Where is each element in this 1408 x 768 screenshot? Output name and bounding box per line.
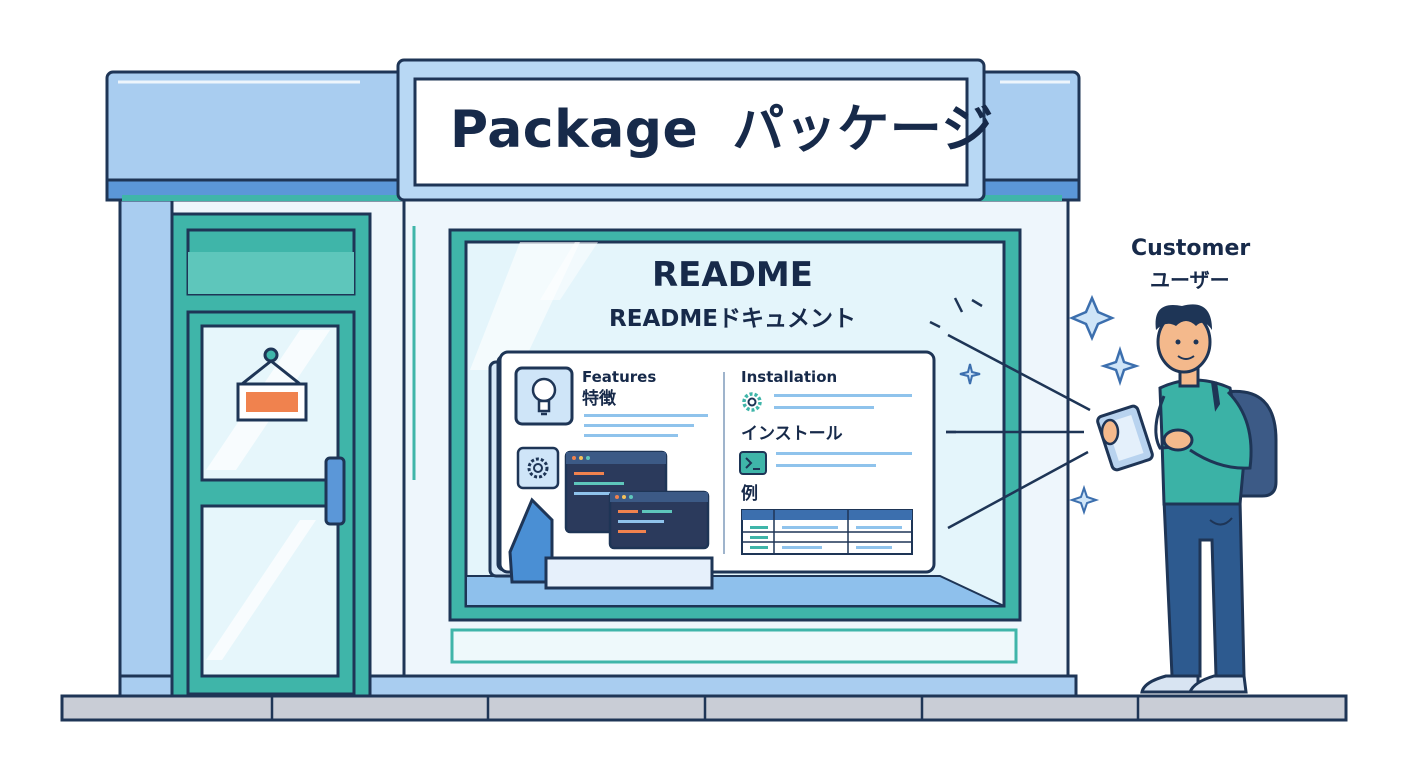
features-text-lines — [584, 414, 708, 437]
shop-sign — [396, 58, 986, 202]
door-handle[interactable] — [324, 456, 346, 526]
display-stand — [508, 497, 714, 590]
sparkle-icon — [1100, 346, 1140, 386]
shop-door[interactable] — [170, 212, 372, 698]
sidewalk — [60, 694, 1348, 722]
terminal-icon — [739, 451, 767, 475]
sparkle-icon — [1068, 294, 1116, 342]
example-table — [741, 509, 913, 555]
lightbulb-icon — [514, 366, 574, 426]
door-hanging-sign — [236, 347, 308, 422]
sparkle-icon — [1068, 484, 1100, 516]
install-command-lines — [776, 452, 912, 467]
gaze-lines — [929, 297, 1091, 530]
gear-icon — [742, 392, 762, 412]
customer-figure — [1096, 304, 1278, 694]
sparkle-icon — [959, 363, 981, 385]
installation-text-lines — [774, 394, 912, 409]
code-window-front — [608, 490, 710, 550]
gear-icon — [516, 446, 560, 490]
